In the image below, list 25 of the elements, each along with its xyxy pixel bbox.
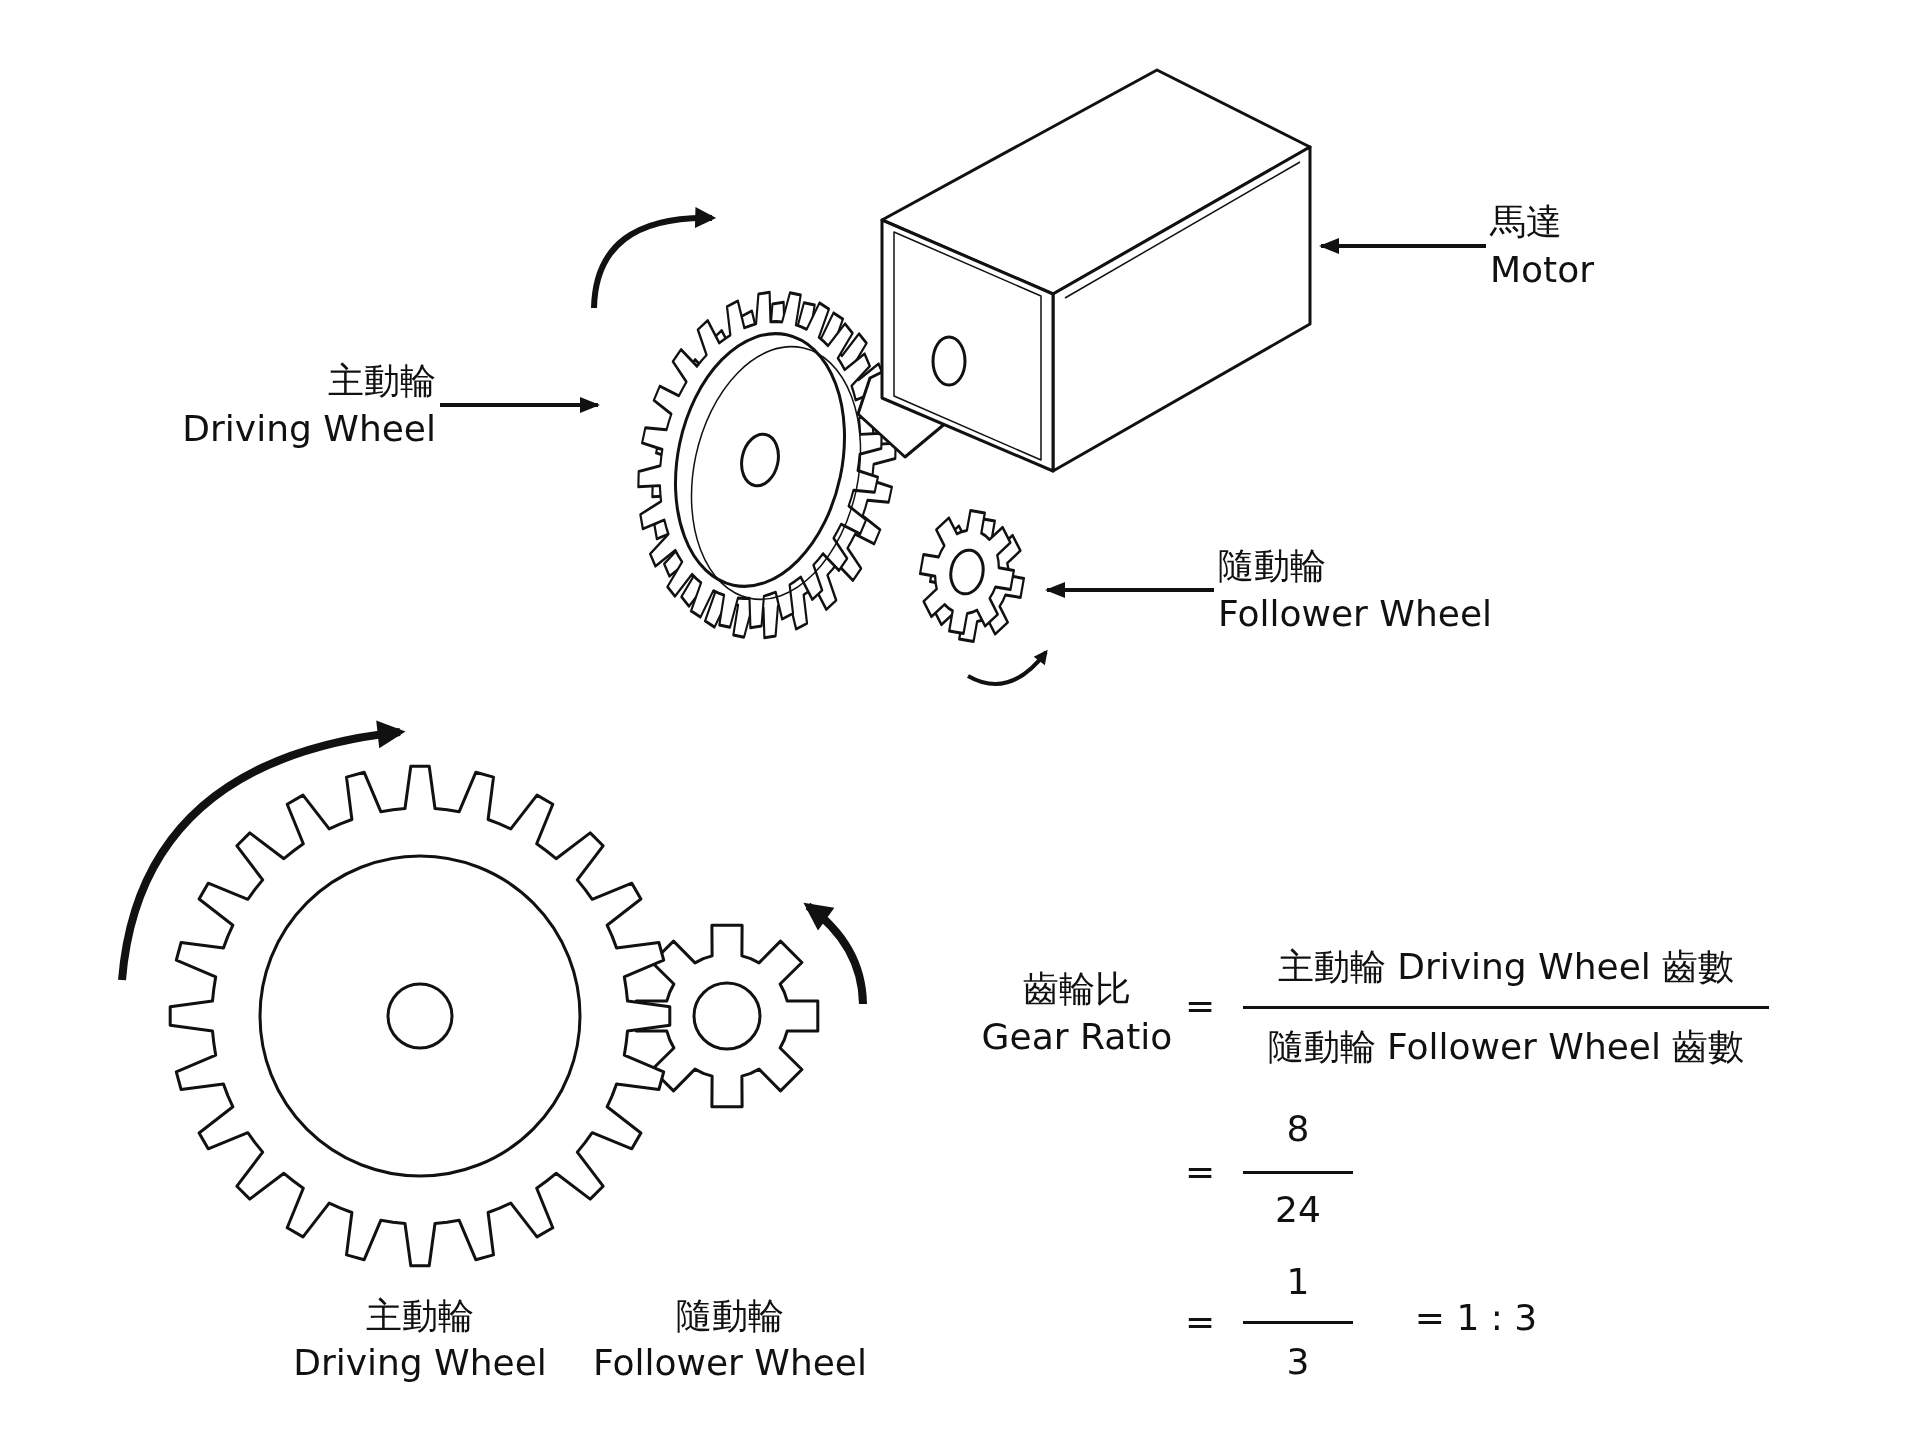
formula-text: = [1184,1300,1216,1344]
gear-label: Driving Wheel [293,1341,547,1385]
arrow [1319,238,1486,254]
formula-text: = 1 : 3 [1414,1296,1538,1340]
gear-label: 主動輪 [366,1294,474,1338]
gear-label: 隨動輪 [676,1294,784,1338]
callout-label: Driving Wheel [181,407,436,451]
formula-text: 隨動輪 Follower Wheel 齒數 [1267,1025,1745,1069]
formula-text: Gear Ratio [981,1015,1173,1059]
formula-text: 主動輪 Driving Wheel 齒數 [1277,945,1735,989]
formula-text: = [1184,984,1216,1028]
callout-label: 馬達 [1490,200,1563,244]
formula-text: 齒輪比 [1023,967,1131,1011]
arrow [440,397,600,413]
callout-label: Follower Wheel [1218,592,1494,636]
callout-label: Motor [1490,248,1596,292]
formula-text: = [1184,1150,1216,1194]
callout-label: 隨動輪 [1218,544,1327,588]
formula-text: 3 [1286,1340,1310,1384]
arrow [1045,582,1214,598]
callout-label: 主動輪 [327,359,436,403]
formula-text: 1 [1286,1260,1310,1304]
gear-label: Follower Wheel [593,1341,867,1385]
formula-text: 24 [1275,1188,1321,1232]
formula-text: 8 [1286,1107,1310,1151]
